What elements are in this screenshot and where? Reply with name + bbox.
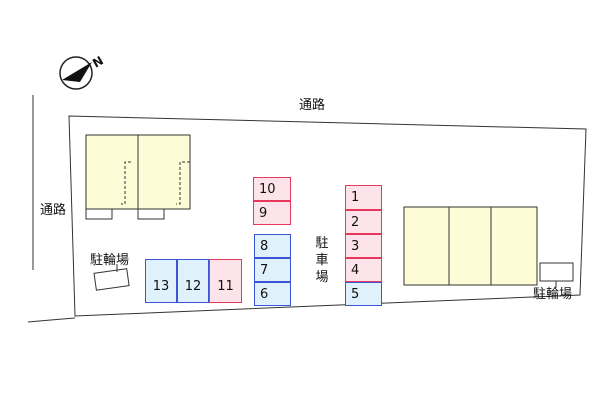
parking-slot-4[interactable]: 4: [345, 258, 382, 282]
parking-slot-11[interactable]: 11: [209, 259, 242, 303]
parking-slot-12[interactable]: 12: [177, 259, 209, 303]
building-left-unit-1: [85, 134, 139, 210]
building-left-stair-2: [176, 161, 190, 205]
parking-slot-8[interactable]: 8: [254, 234, 291, 258]
parking-slot-5[interactable]: 5: [345, 282, 382, 306]
compass-icon: [59, 56, 93, 90]
bike-parking-label-left: 駐輪場: [90, 253, 130, 268]
road-label-top: 通路: [299, 98, 326, 113]
bike-parking-left-box: [93, 268, 130, 291]
building-right: [403, 206, 538, 286]
bottom-road-line: [27, 317, 76, 323]
parking-slot-10[interactable]: 10: [253, 177, 291, 201]
building-left: [85, 134, 191, 220]
parking-slot-3[interactable]: 3: [345, 234, 382, 258]
bike-parking-right-box: [539, 262, 574, 282]
parking-slot-1[interactable]: 1: [345, 185, 382, 210]
parking-label-char-3: 場: [315, 270, 329, 285]
parking-slot-2[interactable]: 2: [345, 210, 382, 234]
parking-label-char-2: 車: [315, 253, 329, 268]
road-label-left: 通路: [40, 203, 67, 218]
parking-slot-13[interactable]: 13: [145, 259, 177, 303]
building-right-unit-1: [403, 206, 450, 286]
building-left-unit-2: [137, 134, 191, 210]
parking-slot-6[interactable]: 6: [254, 282, 291, 306]
building-left-entrance-2: [137, 208, 165, 220]
building-right-unit-2: [448, 206, 492, 286]
building-right-unit-3: [490, 206, 538, 286]
parking-lot-label: 駐 車 場: [315, 235, 329, 286]
building-left-stair-1: [121, 161, 131, 205]
building-left-entrance-1: [85, 208, 113, 220]
parking-label-char-1: 駐: [315, 236, 329, 251]
parking-slot-7[interactable]: 7: [254, 258, 291, 282]
parking-slot-9[interactable]: 9: [253, 201, 291, 225]
bike-parking-label-right: 駐輪場: [533, 287, 573, 302]
